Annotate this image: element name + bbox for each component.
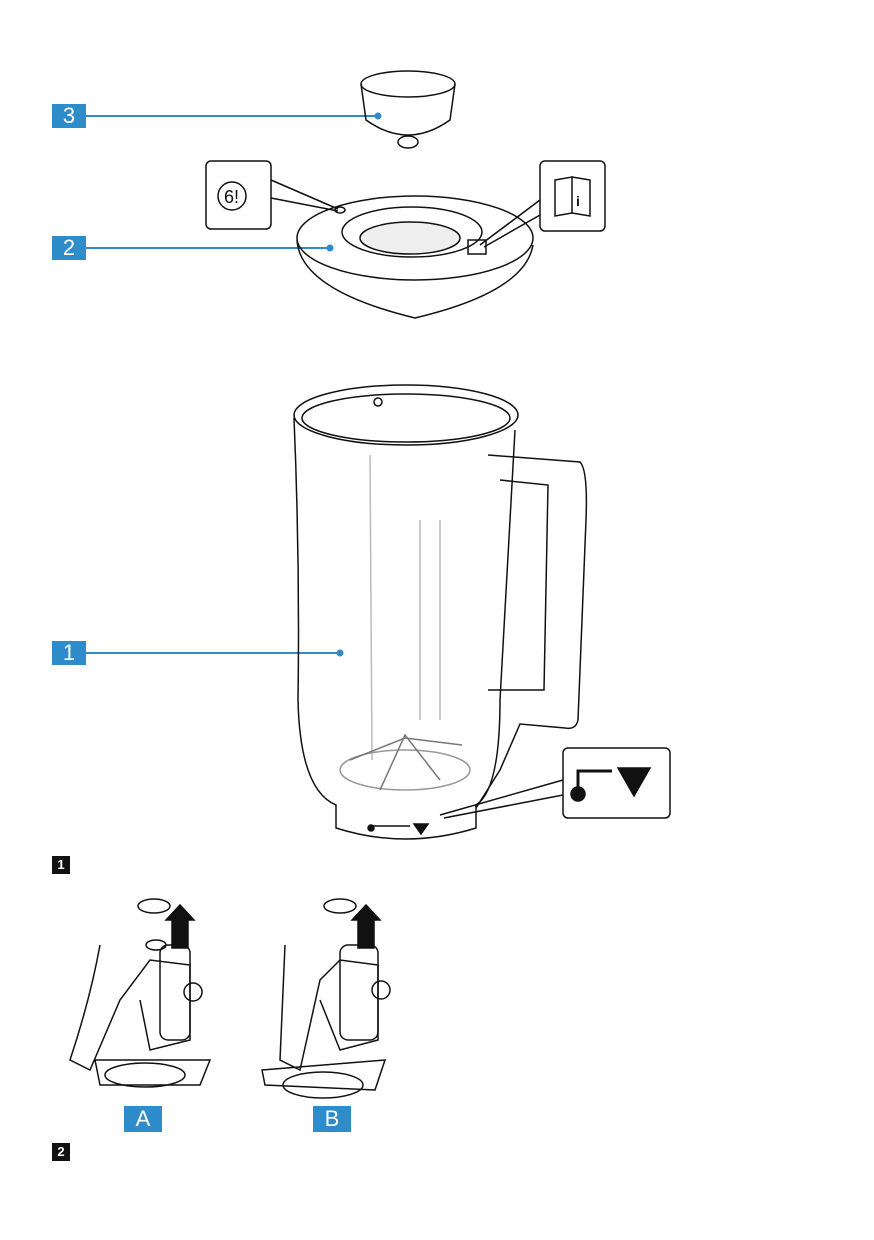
spiral-warning-icon: 6! xyxy=(205,160,339,230)
manual-info-icon: i xyxy=(479,160,606,248)
kitchen-machine-a xyxy=(69,898,212,1088)
leader-lines xyxy=(86,112,382,657)
figure-number-1: 1 xyxy=(52,856,70,874)
kitchen-machine-b xyxy=(261,898,391,1099)
blender-jug xyxy=(293,384,588,840)
callout-3: 3 xyxy=(52,104,86,128)
dot-line-triangle-marker-icon xyxy=(439,747,671,819)
svg-text:6!: 6! xyxy=(224,187,239,207)
lid xyxy=(296,195,534,319)
callout-1: 1 xyxy=(52,641,86,665)
label-b: B xyxy=(313,1106,351,1132)
svg-text:i: i xyxy=(576,193,580,209)
callout-2: 2 xyxy=(52,236,86,260)
label-a: A xyxy=(124,1106,162,1132)
measuring-cup xyxy=(360,70,456,149)
figure-number-2: 2 xyxy=(52,1143,70,1161)
